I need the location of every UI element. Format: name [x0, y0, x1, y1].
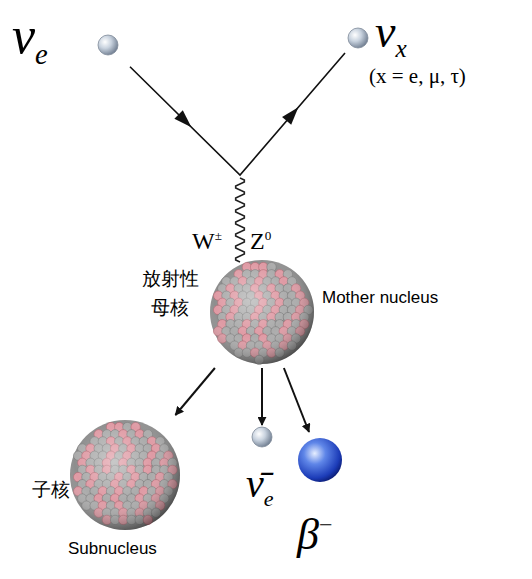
nucleus-spheres	[70, 260, 314, 530]
particle-symbol: νe	[12, 6, 48, 72]
neutrino-sphere	[348, 28, 368, 48]
superscript: 0	[265, 228, 272, 243]
boson-wavy-line	[236, 178, 245, 262]
nucleus-base	[70, 420, 180, 530]
text-main: β	[297, 510, 319, 559]
antineutrino-sphere	[252, 427, 272, 447]
nucleus-shading	[210, 260, 314, 364]
text-main: ν	[375, 6, 395, 57]
arrow-head	[174, 110, 191, 127]
connector-line	[175, 368, 215, 415]
particle-symbol: ν̄e	[246, 461, 274, 511]
flavour-note: (x = e, μ, τ)	[369, 64, 466, 88]
fermion-line	[130, 53, 345, 175]
subscript: x	[395, 34, 406, 62]
connector-line	[130, 53, 345, 175]
subscript: e	[264, 486, 274, 511]
text-main: Z	[250, 228, 265, 254]
english-label: Mother nucleus	[322, 288, 438, 308]
arrow-head	[282, 107, 298, 125]
neutrino-sphere	[98, 35, 118, 55]
subscript: e	[35, 39, 48, 70]
particle-node: ν̄e	[240, 425, 292, 520]
chinese-label: 子核	[32, 479, 70, 501]
chinese-label: 放射性 母核	[139, 264, 201, 321]
nucleus-shading	[70, 420, 180, 530]
connector-line	[284, 368, 309, 432]
text-main: W	[192, 228, 215, 254]
particle-node: β−	[293, 432, 355, 568]
decay-arrow	[175, 368, 215, 415]
decay-arrow	[284, 368, 309, 432]
particle-symbol: β−	[297, 510, 333, 561]
particle-node: νe	[8, 6, 130, 86]
superscript: −	[319, 511, 333, 538]
boson-label: W±	[192, 228, 222, 256]
particle-node: νx(x = e, μ, τ)	[345, 4, 505, 96]
decay-arrow	[262, 368, 263, 425]
nucleus-base	[210, 260, 314, 364]
nucleus-node: 放射性 母核 Mother nucleus	[135, 258, 453, 368]
electron-sphere	[298, 438, 342, 482]
boson-label: Z0	[250, 228, 271, 256]
text-main: ν	[12, 7, 35, 64]
english-label: Subnucleus	[68, 539, 157, 559]
nucleus-sphere	[210, 260, 314, 365]
particle-symbol: νx	[375, 6, 407, 63]
superscript: ±	[215, 228, 222, 243]
nucleus-sphere	[70, 420, 180, 530]
nucleus-node: 子核 Subnucleus	[28, 415, 188, 565]
connector-line	[261, 368, 263, 425]
text-main: ν̄	[246, 461, 264, 506]
